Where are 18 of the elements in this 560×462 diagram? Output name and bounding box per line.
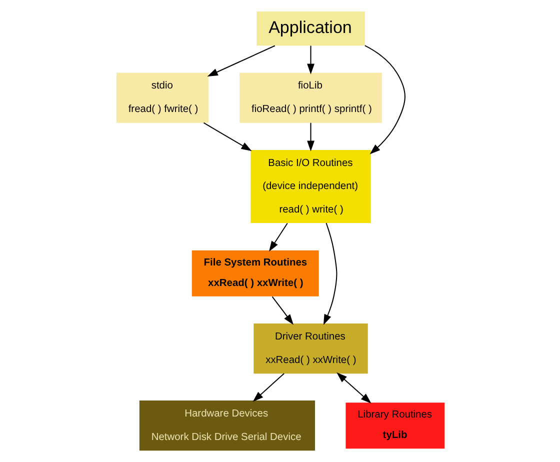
node-box: Application <box>256 12 364 46</box>
arrow <box>364 45 405 154</box>
arrow <box>322 222 337 326</box>
arrow <box>252 373 284 402</box>
node-box: File System Routines xxRead( ) xxWrite( ) <box>191 250 318 296</box>
node-box: Basic I/O Routines (device independent) read( ) write( ) <box>250 150 370 223</box>
node-box: stdio fread( ) fwrite( ) <box>116 72 208 123</box>
arrow <box>306 46 314 74</box>
arrow <box>306 122 314 152</box>
arrow <box>203 122 252 152</box>
node-box: Hardware Devices Network Disk Drive Serial Device <box>138 400 315 451</box>
node-box: Driver Routines xxRead( ) xxWrite( ) <box>253 323 368 374</box>
arrow <box>271 296 294 325</box>
arrow <box>336 372 371 404</box>
arrow <box>268 222 288 252</box>
node-box: fioLib fioRead( ) printf( ) sprintf( ) <box>239 72 382 123</box>
arrow <box>206 45 275 77</box>
node-box: Library Routines tyLib <box>345 402 444 449</box>
